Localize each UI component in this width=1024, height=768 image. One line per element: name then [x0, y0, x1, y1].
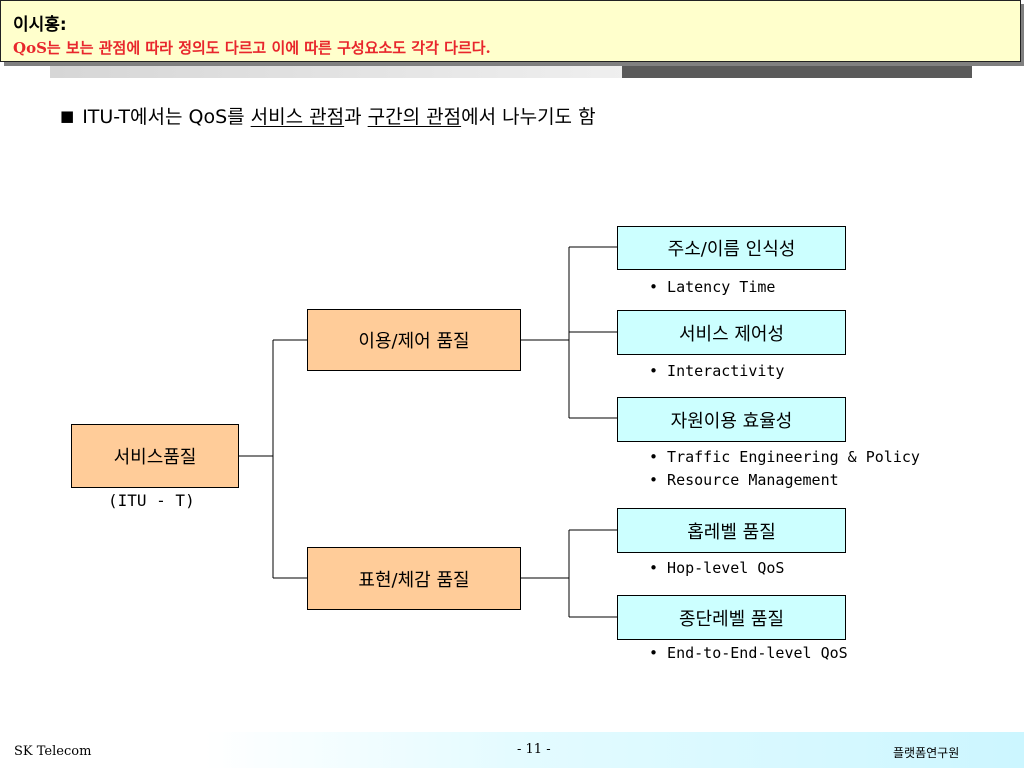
branch-node-label: 이용/제어 품질 [358, 331, 470, 352]
branch-node-label: 표현/체감 품질 [358, 569, 470, 591]
footer [0, 732, 1024, 768]
headline-mid: 과 [344, 106, 368, 128]
leaf-node-label: 종단레벨 품질 [678, 608, 785, 630]
headline: ■ ITU-T에서는 QoS를 서비스 관점과 구간의 관점에서 나누기도 함 [60, 102, 596, 129]
leaf-note: • Hop-level QoS [649, 559, 785, 577]
leaf-note: • Resource Management [649, 471, 839, 489]
leaf-node-label: 주소/이름 인식성 [667, 239, 796, 260]
title-bar-accent [622, 58, 972, 78]
leaf-node-1: 주소/이름 인식성 [617, 226, 846, 270]
leaf-note: • Traffic Engineering & Policy [649, 448, 920, 466]
leaf-note: • Latency Time [649, 278, 776, 296]
comment-author: 이시홍: [13, 15, 67, 35]
branch-node-1: 이용/제어 품질 [307, 309, 521, 371]
headline-suffix: 에서 나누기도 함 [461, 106, 596, 128]
leaf-note: • Interactivity [649, 362, 785, 380]
leaf-note: • End-to-End-level QoS [649, 644, 848, 662]
comment-box[interactable]: 이시홍: QoS는 보는 관점에 따라 정의도 다르고 이에 따른 구성요소도 … [0, 0, 1021, 62]
branch-node-2: 표현/체감 품질 [307, 547, 521, 610]
headline-prefix: ITU-T에서는 QoS를 [82, 106, 251, 128]
headline-term-service: 서비스 관점 [250, 106, 345, 128]
leaf-node-4: 홉레벨 품질 [617, 508, 846, 553]
leaf-node-label: 홉레벨 품질 [687, 521, 776, 543]
leaf-node-label: 자원이용 효율성 [670, 410, 793, 432]
footer-page-number: - 11 - [517, 742, 551, 757]
leaf-node-5: 종단레벨 품질 [617, 595, 846, 640]
leaf-node-2: 서비스 제어성 [617, 310, 846, 355]
headline-term-segment: 구간의 관점 [367, 106, 462, 128]
square-bullet-icon: ■ [60, 107, 75, 125]
comment-text: QoS는 보는 관점에 따라 정의도 다르고 이에 따른 구성요소도 각각 다르… [13, 39, 491, 57]
leaf-node-3: 자원이용 효율성 [617, 397, 846, 442]
footer-company: SK Telecom [14, 744, 92, 759]
root-caption: (ITU - T) [108, 491, 195, 510]
root-node-label: 서비스품질 [113, 447, 197, 468]
footer-department: 플랫폼연구원 [893, 746, 960, 760]
leaf-node-label: 서비스 제어성 [678, 323, 785, 345]
root-node: 서비스품질 [71, 424, 239, 488]
